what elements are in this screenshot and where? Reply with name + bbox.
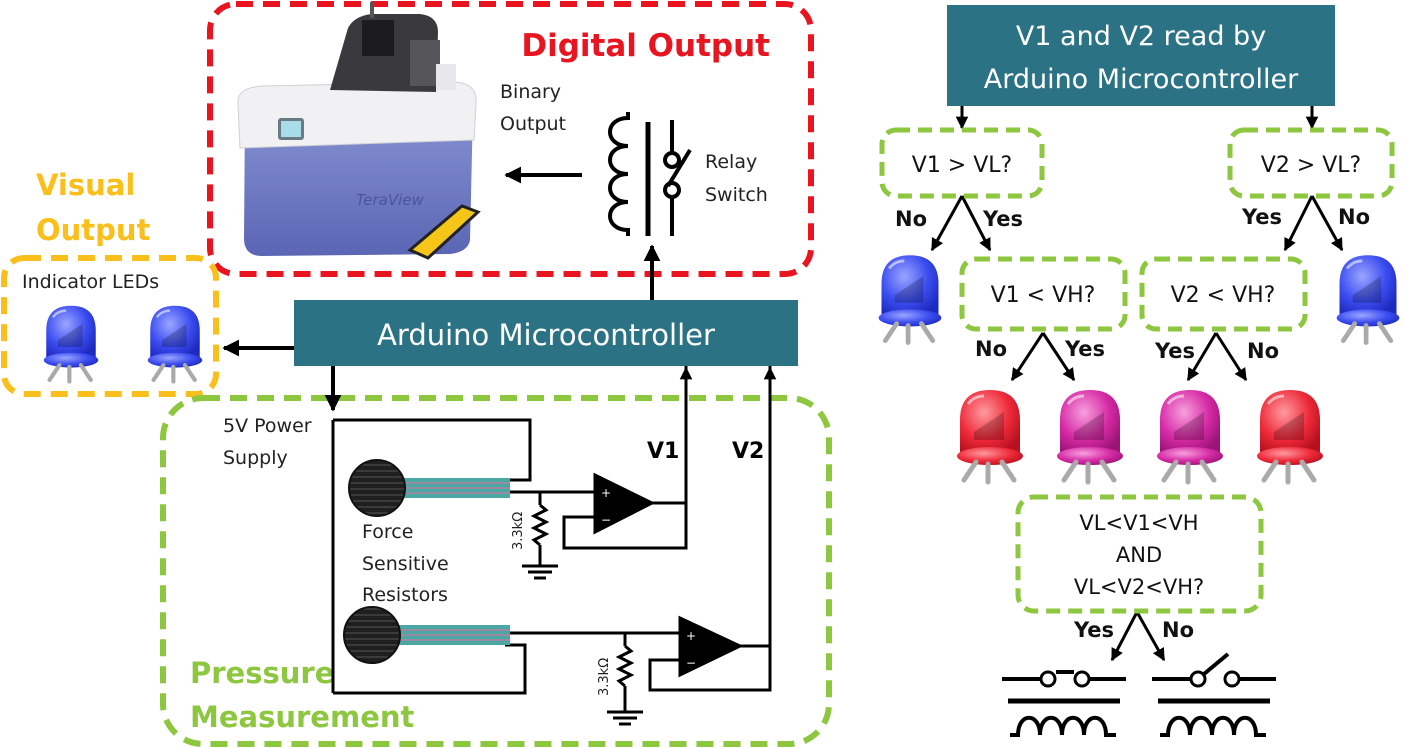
decision-v2-gt-vl-text: V2 > VL? bbox=[1261, 153, 1361, 178]
arduino-microcontroller-label: Arduino Microcontroller bbox=[377, 318, 715, 352]
fsr-label-line3: Resistors bbox=[362, 584, 448, 606]
decision-both-line3: VL<V2<VH? bbox=[1074, 575, 1204, 599]
v2-label: V2 bbox=[732, 439, 764, 464]
digital-output-frame bbox=[207, 1, 814, 277]
label-yes-3: Yes bbox=[1064, 337, 1105, 361]
flow-led-pink-2 bbox=[1157, 390, 1223, 482]
resistor1-value: 3.3kΩ bbox=[511, 512, 526, 550]
indicator-led-blue-2 bbox=[148, 306, 202, 382]
opamp2-minus: − bbox=[686, 656, 696, 670]
pressure-measurement-frame bbox=[160, 395, 832, 747]
flow-led-red-2 bbox=[1257, 390, 1323, 482]
indicator-led-blue-1 bbox=[44, 306, 98, 382]
decision-v2-lt-vh-text: V2 < VH? bbox=[1171, 283, 1276, 308]
flow-start-line1: V1 and V2 read by bbox=[1016, 21, 1266, 52]
flow-start-line2: Arduino Microcontroller bbox=[984, 64, 1299, 95]
binary-output-label-line2: Output bbox=[500, 113, 566, 135]
decision-v1-gt-vl bbox=[879, 127, 1045, 199]
visual-output-title-line2: Output bbox=[36, 213, 151, 247]
label-yes-1: Yes bbox=[982, 207, 1023, 231]
power-supply-label-line1: 5V Power bbox=[223, 415, 312, 437]
resistor2-value: 3.3kΩ bbox=[597, 658, 612, 696]
arduino-microcontroller-box bbox=[294, 300, 798, 366]
label-yes-2: Yes bbox=[1241, 205, 1282, 229]
label-no-5: No bbox=[1162, 618, 1194, 642]
pressure-title-line2: Measurement bbox=[190, 700, 415, 734]
opamp1-plus: + bbox=[601, 486, 611, 500]
flow-led-blue-right bbox=[1337, 255, 1400, 342]
binary-output-label-line1: Binary bbox=[500, 81, 561, 103]
visual-output-frame bbox=[1, 255, 219, 397]
flow-arrows bbox=[930, 106, 1344, 662]
decision-v2-gt-vl bbox=[1227, 127, 1395, 199]
label-yes-4: Yes bbox=[1154, 339, 1195, 363]
relay-label-line1: Relay bbox=[705, 151, 757, 173]
label-no-3: No bbox=[975, 337, 1007, 361]
v1-label: V1 bbox=[647, 439, 679, 464]
label-no-1: No bbox=[895, 207, 927, 231]
visual-output-title-line1: Visual bbox=[36, 168, 135, 202]
relay-closed-icon bbox=[1002, 670, 1126, 737]
force-sensitive-resistor-2 bbox=[343, 606, 510, 664]
flow-start-box bbox=[947, 5, 1335, 106]
flow-led-pink-1 bbox=[1057, 390, 1123, 482]
relay-symbol bbox=[608, 112, 692, 236]
device-brand-text: TeraView bbox=[356, 191, 425, 209]
label-no-4: No bbox=[1247, 339, 1279, 363]
fsr-label-line2: Sensitive bbox=[362, 553, 449, 575]
flow-led-blue-left bbox=[879, 255, 942, 342]
decision-both-line1: VL<V1<VH bbox=[1079, 511, 1198, 535]
decision-v1-gt-vl-text: V1 > VL? bbox=[912, 153, 1012, 178]
flow-led-red-1 bbox=[957, 390, 1023, 482]
terahertz-device-image: TeraView bbox=[237, 2, 481, 260]
opamp1-minus: − bbox=[601, 513, 611, 527]
label-no-2: No bbox=[1338, 205, 1370, 229]
pressure-title-line1: Pressure bbox=[190, 656, 334, 690]
label-yes-5: Yes bbox=[1073, 618, 1114, 642]
decision-both-in-range bbox=[1015, 494, 1264, 614]
circuit-wiring bbox=[324, 366, 772, 726]
decision-v2-lt-vh bbox=[1139, 256, 1308, 332]
digital-output-title: Digital Output bbox=[521, 28, 770, 64]
relay-label-line2: Switch bbox=[705, 184, 768, 206]
fsr-label-line1: Force bbox=[362, 521, 413, 543]
power-supply-label-line2: Supply bbox=[223, 447, 288, 469]
force-sensitive-resistor-1 bbox=[348, 459, 510, 517]
indicator-leds-label: Indicator LEDs bbox=[22, 271, 159, 293]
opamp2-plus: + bbox=[686, 629, 696, 643]
decision-both-line2: AND bbox=[1116, 543, 1162, 567]
decision-v1-lt-vh bbox=[959, 256, 1128, 332]
decision-v1-lt-vh-text: V1 < VH? bbox=[991, 283, 1096, 308]
relay-open-icon bbox=[1152, 652, 1276, 737]
